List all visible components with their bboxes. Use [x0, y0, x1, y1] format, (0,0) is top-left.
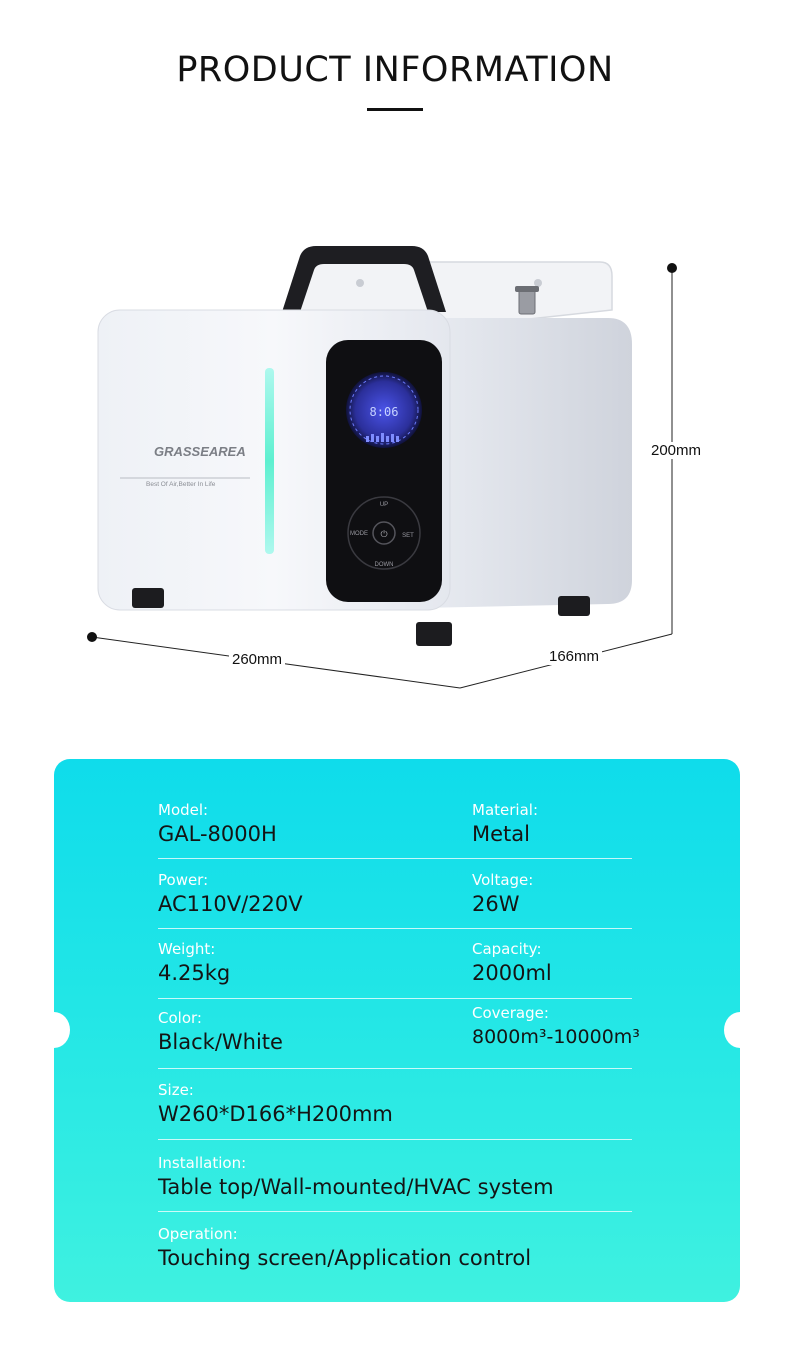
spec-value: 26W: [472, 892, 520, 916]
width-dimension: 260mm: [229, 651, 286, 668]
spec-label: Size:: [158, 1081, 194, 1099]
display-screen: [346, 372, 422, 448]
title-underline: [367, 108, 423, 111]
mode-button: MODE: [350, 531, 368, 537]
row-divider: [158, 998, 632, 999]
spec-label: Voltage:: [472, 871, 534, 889]
spec-label: Color:: [158, 1009, 202, 1027]
spec-model: Model: GAL-8000H: [158, 800, 277, 848]
spec-label: Weight:: [158, 940, 216, 958]
row-divider: [158, 1211, 632, 1212]
spec-capacity: Capacity: 2000ml: [472, 939, 552, 987]
spec-value: 2000ml: [472, 961, 552, 985]
device-foot: [416, 622, 452, 646]
spec-label: Capacity:: [472, 940, 542, 958]
page-title: PRODUCT INFORMATION: [176, 50, 614, 90]
spec-value: GAL-8000H: [158, 822, 277, 846]
row-divider: [158, 1139, 632, 1140]
spec-installation: Installation: Table top/Wall-mounted/HVA…: [158, 1153, 554, 1201]
dimension-endpoint: [87, 632, 97, 642]
set-button: SET: [402, 533, 414, 539]
spec-color: Color: Black/White: [158, 1008, 283, 1056]
ozone-generator-drawing: GRASSEAREA Best Of Air,Better In Life 8:…: [87, 246, 677, 689]
spec-label: Model:: [158, 801, 209, 819]
spec-label: Operation:: [158, 1225, 238, 1243]
spec-label: Power:: [158, 871, 209, 889]
brand-slogan: Best Of Air,Better In Life: [146, 481, 216, 488]
spec-coverage: Coverage: 8000m³-10000m³: [472, 1003, 640, 1051]
device-foot: [558, 596, 590, 616]
spec-weight: Weight: 4.25kg: [158, 939, 230, 987]
spec-value: W260*D166*H200mm: [158, 1102, 393, 1126]
height-dimension: 200mm: [648, 442, 705, 459]
dimension-endpoint: [667, 263, 677, 273]
row-divider: [158, 928, 632, 929]
spec-label: Coverage:: [472, 1004, 549, 1022]
card-notch-right: [724, 1012, 756, 1048]
row-divider: [158, 1068, 632, 1069]
spec-value: Metal: [472, 822, 530, 846]
spec-value: 8000m³-10000m³: [472, 1026, 640, 1048]
spec-label: Material:: [472, 801, 538, 819]
indicator-light-strip: [265, 368, 274, 554]
up-button: UP: [380, 502, 388, 508]
spec-size: Size: W260*D166*H200mm: [158, 1080, 393, 1128]
spec-label: Installation:: [158, 1154, 247, 1172]
row-divider: [158, 858, 632, 859]
spec-value: Table top/Wall-mounted/HVAC system: [158, 1175, 554, 1199]
display-time: 8:06: [370, 405, 399, 419]
brand-logo: GRASSEAREA: [154, 444, 246, 459]
spec-value: Touching screen/Application control: [158, 1246, 532, 1270]
device-side: [420, 318, 632, 608]
device-foot: [132, 588, 164, 608]
spec-material: Material: Metal: [472, 800, 538, 848]
carry-handle: [282, 246, 446, 312]
spec-operation: Operation: Touching screen/Application c…: [158, 1224, 531, 1272]
product-illustration: GRASSEAREA Best Of Air,Better In Life 8:…: [0, 180, 790, 720]
spec-voltage: Voltage: 26W: [472, 870, 533, 918]
touch-control-dial: [347, 496, 421, 570]
card-notch-left: [38, 1012, 70, 1048]
spec-power: Power: AC110V/220V: [158, 870, 303, 918]
depth-dimension: 166mm: [546, 648, 603, 665]
spec-value: AC110V/220V: [158, 892, 303, 916]
bracket-hole: [534, 279, 542, 287]
power-icon: ⏻: [380, 529, 387, 540]
down-button: DOWN: [375, 562, 394, 568]
spec-value: 4.25kg: [158, 961, 231, 985]
power-button: [372, 521, 396, 545]
bracket-hole: [356, 279, 364, 287]
spec-value: Black/White: [158, 1030, 283, 1054]
